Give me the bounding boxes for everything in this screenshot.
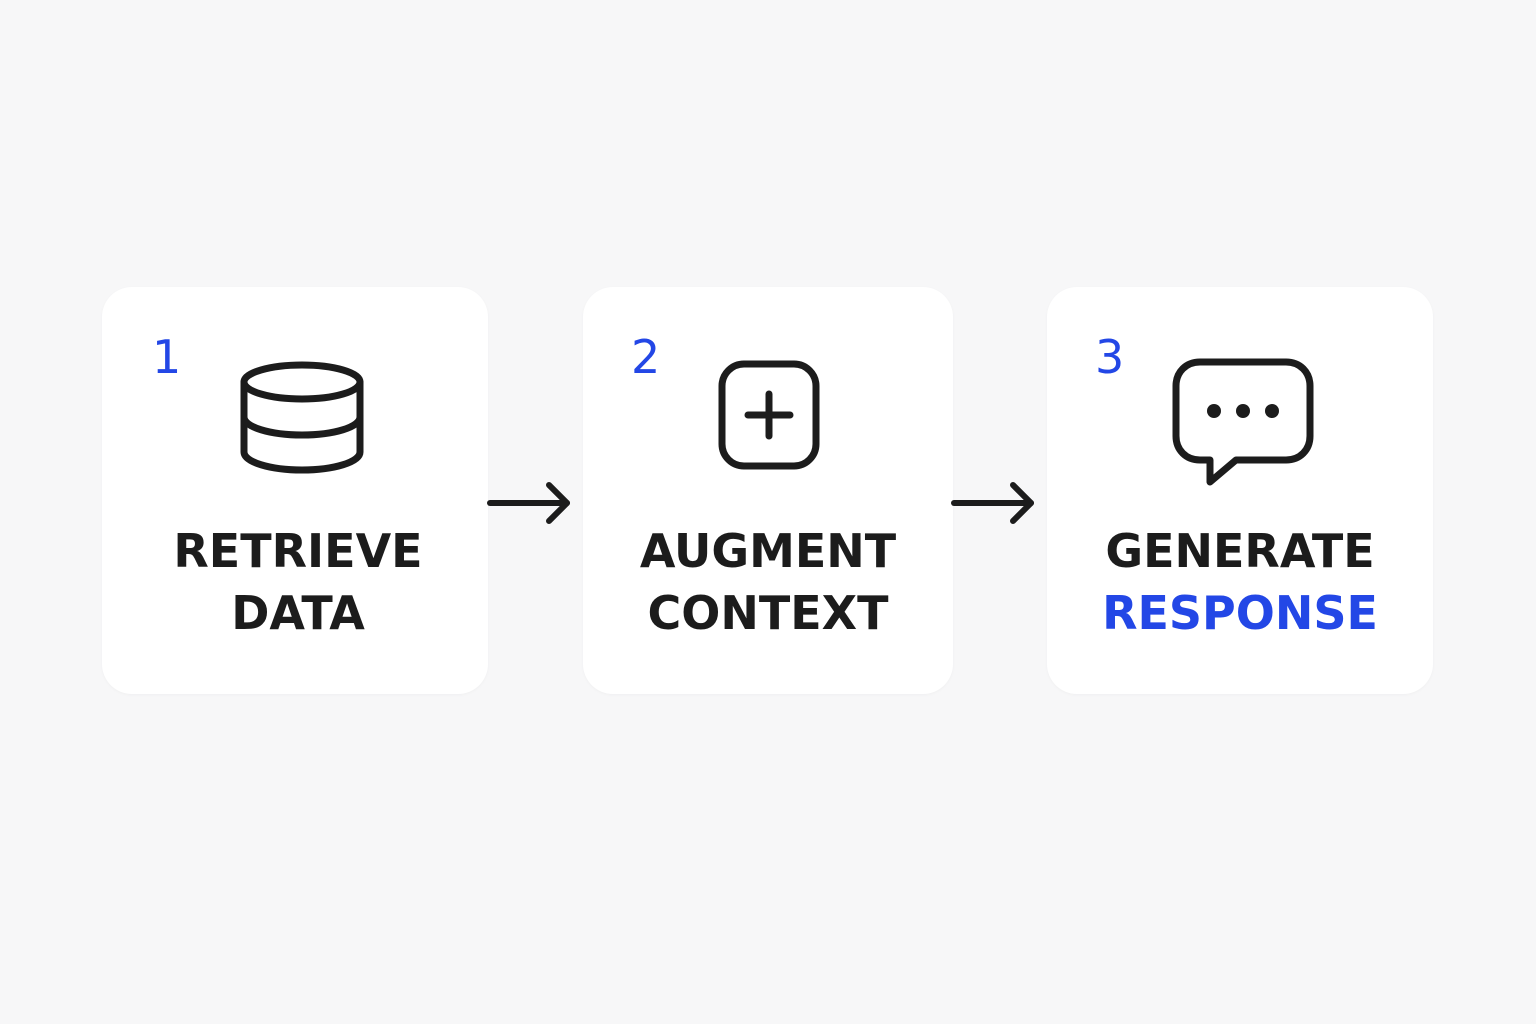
step-number: 3 xyxy=(1095,330,1125,384)
step-card-augment xyxy=(583,287,953,694)
arrow-right-icon xyxy=(951,482,1034,524)
step-label-line1: RETRIEVE xyxy=(173,524,423,578)
step-label-augment: AUGMENT CONTEXT xyxy=(588,520,948,644)
step-label-retrieve: RETRIEVE DATA xyxy=(118,520,478,644)
database-icon xyxy=(240,361,364,474)
step-card-retrieve xyxy=(102,287,488,694)
step-label-line1: GENERATE xyxy=(1105,524,1375,578)
arrow-right-icon xyxy=(487,482,570,524)
step-number: 1 xyxy=(152,330,182,384)
step-label-line2: RESPONSE xyxy=(1102,586,1378,640)
step-number: 2 xyxy=(631,330,661,384)
step-label-generate: GENERATE RESPONSE xyxy=(1060,520,1420,644)
chat-bubble-icon xyxy=(1172,358,1314,486)
step-label-line2: CONTEXT xyxy=(647,586,889,640)
step-card-generate xyxy=(1047,287,1433,694)
step-label-line2: DATA xyxy=(231,586,365,640)
plus-square-icon xyxy=(718,360,820,470)
step-label-line1: AUGMENT xyxy=(639,524,897,578)
